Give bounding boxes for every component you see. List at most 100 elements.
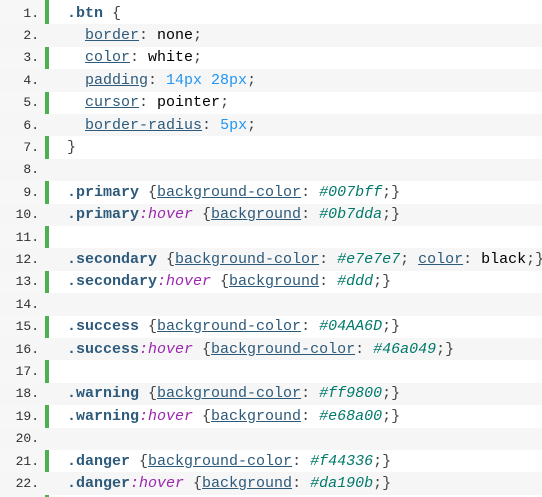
token-pseudo: :hover	[130, 475, 185, 493]
token-sel: .primary	[67, 206, 140, 224]
code-line[interactable]: 20.	[0, 427, 542, 450]
code-line[interactable]: 2. border: none;	[0, 24, 542, 47]
line-number: 17.	[15, 364, 39, 380]
token-punct: {	[193, 407, 212, 425]
line-number: 20.	[15, 431, 39, 447]
token-punct: {	[139, 385, 158, 403]
token-pseudo: :hover	[139, 340, 194, 358]
token-ind	[67, 117, 85, 134]
code-line[interactable]: 6. border-radius: 5px;	[0, 114, 542, 137]
token-pseudo: :hover	[139, 206, 194, 224]
code-text: padding: 14px 28px;	[67, 72, 256, 89]
token-punct: ;}	[373, 475, 392, 493]
code-line[interactable]: 21..danger {background-color: #f44336;}	[0, 450, 542, 472]
token-punct: ;	[220, 94, 230, 112]
code-line[interactable]: 11.	[0, 226, 542, 248]
code-line[interactable]: 17.	[0, 360, 542, 382]
code-line[interactable]: 1. .btn {	[0, 2, 542, 24]
token-pseudo: :hover	[157, 273, 212, 291]
code-line[interactable]: 18..warning {background-color: #ff9800;}	[0, 382, 542, 406]
code-line[interactable]: 22. .danger:hover {background: #da190b;}	[0, 472, 542, 495]
token-punct: :	[130, 49, 149, 67]
token-punct: :	[463, 251, 482, 269]
token-punct: :	[148, 71, 167, 89]
token-val: pointer	[157, 94, 221, 112]
code-line[interactable]: 13..secondary:hover {background: #ddd;}	[0, 271, 542, 293]
token-prop: background	[202, 475, 293, 493]
token-punct: :	[202, 116, 221, 134]
token-punct: :	[292, 452, 311, 470]
line-number: 15.	[15, 319, 39, 335]
token-punct: :	[301, 206, 320, 224]
token-punct: :	[319, 251, 338, 269]
line-number: 3.	[23, 50, 39, 66]
token-num: 14px 28px	[166, 71, 248, 89]
token-prop: background-color	[175, 251, 320, 269]
code-line[interactable]: 9..primary {background-color: #007bff;}	[0, 181, 542, 203]
code-line[interactable]: 3. color: white;	[0, 47, 542, 69]
code-text: .success {background-color: #04AA6D;}	[67, 318, 400, 335]
token-punct: ;	[247, 71, 257, 89]
token-punct: :	[139, 27, 158, 45]
code-line[interactable]: 14.	[0, 293, 542, 316]
token-val: none	[157, 27, 194, 45]
code-line[interactable]: 15. .success {background-color: #04AA6D;}	[0, 316, 542, 338]
token-punct: ;	[247, 116, 257, 134]
line-number: 22.	[15, 476, 39, 492]
token-ind	[67, 94, 85, 111]
token-punct: ;	[193, 49, 203, 67]
token-punct: ;}	[382, 318, 401, 336]
code-line[interactable]: 4. padding: 14px 28px;	[0, 69, 542, 92]
code-text: cursor: pointer;	[67, 94, 229, 111]
code-text: .secondary {background-color: #e7e7e7; c…	[67, 251, 542, 268]
token-sel: .danger	[67, 452, 131, 470]
token-punct: {	[130, 452, 149, 470]
token-hex: #ff9800	[319, 385, 383, 403]
code-line[interactable]: 7.}	[0, 136, 542, 158]
code-line[interactable]: 19..warning:hover {background: #e68a00;}	[0, 405, 542, 427]
token-punct: {	[139, 318, 158, 336]
token-punct: ;}	[382, 407, 401, 425]
token-punct: :	[301, 318, 320, 336]
code-text: border-radius: 5px;	[67, 117, 256, 134]
line-number: 7.	[23, 140, 39, 156]
code-text: color: white;	[67, 49, 202, 66]
line-number: 8.	[23, 162, 39, 178]
code-text: .btn {	[67, 5, 121, 22]
code-line[interactable]: 16. .success:hover {background-color: #46…	[0, 338, 542, 361]
token-punct: ;	[193, 27, 203, 45]
token-prop: border-radius	[85, 116, 203, 134]
token-prop: background	[211, 206, 302, 224]
token-punct: :	[301, 407, 320, 425]
token-hex: #f44336	[310, 452, 374, 470]
token-punct: {	[139, 183, 158, 201]
code-text: .warning {background-color: #ff9800;}	[67, 385, 400, 402]
token-punct: :	[301, 385, 320, 403]
line-number: 21.	[15, 453, 39, 469]
line-number: 14.	[15, 296, 39, 312]
code-line[interactable]: 8.	[0, 158, 542, 182]
line-number: 2.	[23, 28, 39, 44]
code-line[interactable]: 10..primary:hover {background: #0b7dda;}	[0, 203, 542, 226]
token-prop: color	[418, 251, 464, 269]
code-text: .danger:hover {background: #da190b;}	[67, 475, 391, 492]
token-punct: }	[67, 139, 77, 157]
token-hex: #e68a00	[319, 407, 383, 425]
token-hex: #ddd	[337, 273, 374, 291]
token-prop: padding	[85, 71, 149, 89]
line-number: 1.	[23, 5, 39, 21]
token-prop: background-color	[211, 340, 356, 358]
code-line[interactable]: 12..secondary {background-color: #e7e7e7…	[0, 248, 542, 271]
token-punct: :	[139, 94, 158, 112]
token-punct: {	[157, 251, 176, 269]
line-number: 4.	[23, 72, 39, 88]
token-sel: .primary	[67, 183, 140, 201]
token-punct: {	[193, 206, 212, 224]
line-number: 16.	[15, 341, 39, 357]
code-text: .success:hover {background-color: #46a04…	[67, 341, 454, 358]
code-line[interactable]: 5. cursor: pointer;	[0, 92, 542, 114]
code-text: border: none;	[67, 27, 202, 44]
token-punct: {	[193, 340, 212, 358]
code-text: .primary {background-color: #007bff;}	[67, 184, 400, 201]
